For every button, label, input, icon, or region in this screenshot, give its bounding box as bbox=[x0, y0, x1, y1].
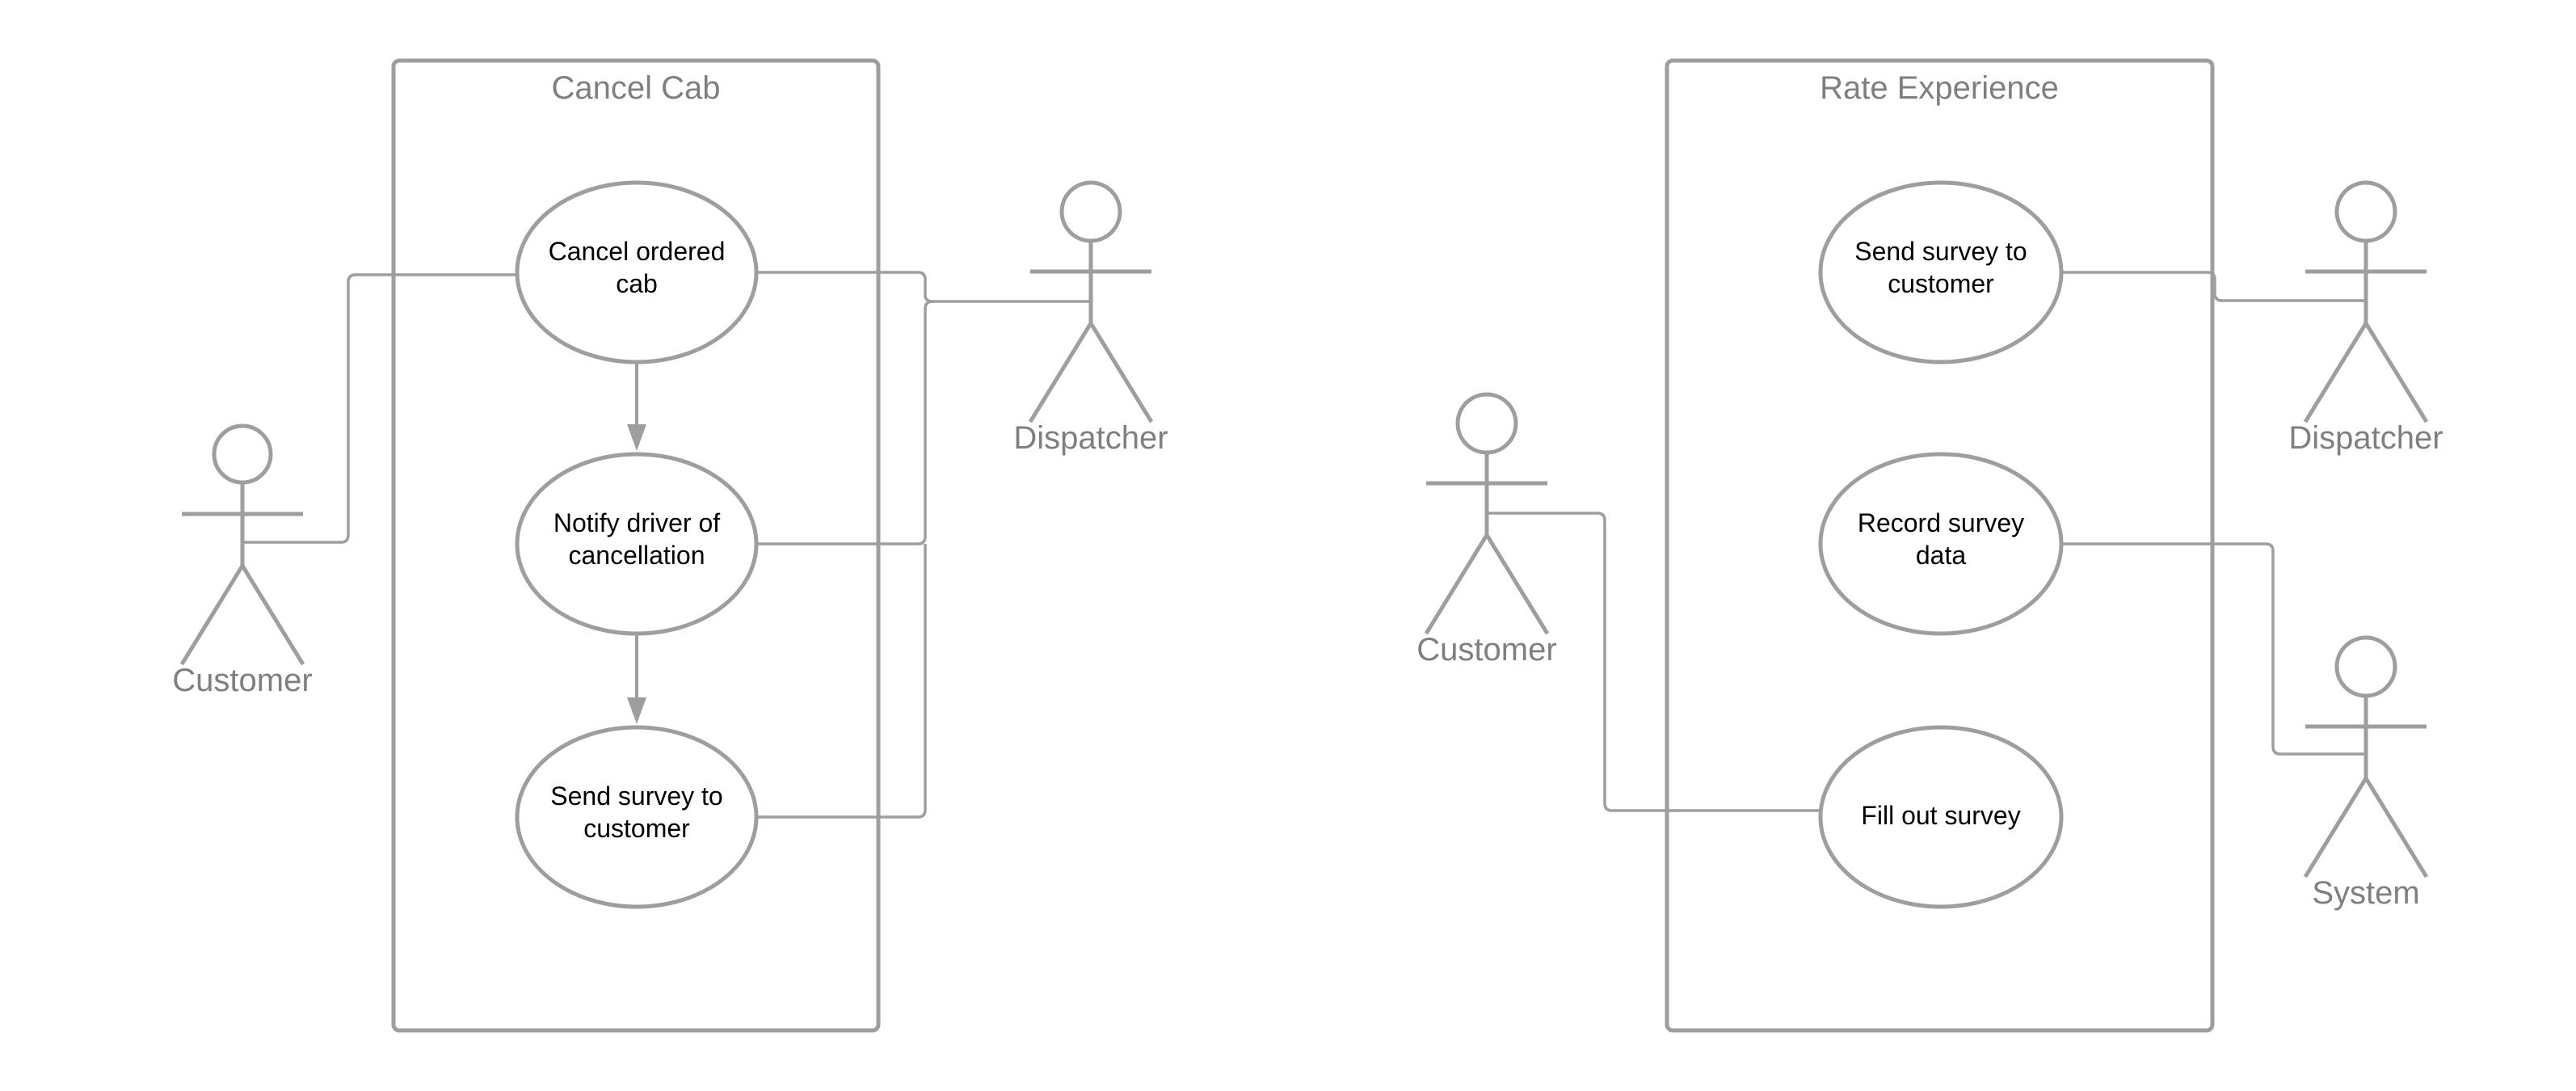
actor-head bbox=[2334, 180, 2397, 243]
actor-label: System bbox=[2312, 875, 2419, 911]
use-case-cancel-ordered-cab[interactable]: Cancel ordered cab bbox=[515, 180, 759, 364]
use-case-label-line: Record survey bbox=[1858, 508, 2024, 537]
association-customer2-fill bbox=[1488, 512, 1820, 812]
use-case-label-line: customer bbox=[583, 814, 690, 843]
system-title: Cancel Cab bbox=[551, 70, 720, 106]
system-cancel-cab: Cancel Cab Cancel ordered cab Notify dri… bbox=[391, 58, 881, 1033]
association-system-record bbox=[2061, 542, 2364, 756]
association-customer-cancel bbox=[241, 273, 517, 544]
actor-right-leg bbox=[1088, 322, 1154, 423]
actor-label: Customer bbox=[1416, 632, 1556, 668]
use-case-label-line: Send survey to bbox=[550, 781, 722, 811]
use-case-fill-out-survey[interactable]: Fill out survey bbox=[1818, 725, 2064, 909]
use-case-notify-driver[interactable]: Notify driver of cancellation bbox=[515, 452, 759, 636]
use-case-label-line: cab bbox=[616, 269, 658, 298]
use-case-label-line: cancellation bbox=[569, 541, 705, 570]
connectors bbox=[241, 271, 2364, 819]
use-case-send-survey[interactable]: Send survey to customer bbox=[1818, 180, 2064, 364]
use-case-send-survey[interactable]: Send survey to customer bbox=[515, 725, 759, 909]
association-dispatcher-notify bbox=[756, 300, 933, 546]
association-dispatcher-cancel bbox=[756, 271, 1089, 303]
actor-right-leg bbox=[2363, 777, 2429, 878]
actor-head bbox=[2334, 635, 2397, 698]
actor-left-leg bbox=[179, 564, 245, 666]
actor-customer[interactable]: Customer bbox=[1416, 392, 1557, 668]
actor-left-leg bbox=[2303, 322, 2368, 423]
actor-right-leg bbox=[1484, 533, 1550, 635]
use-case-label-line: Notify driver of bbox=[554, 508, 720, 537]
actor-right-leg bbox=[240, 564, 305, 666]
actor-left-leg bbox=[2303, 777, 2368, 878]
system-boundary bbox=[391, 58, 881, 1033]
actor-label: Dispatcher bbox=[1013, 420, 1168, 456]
actor-head bbox=[212, 423, 273, 485]
use-case-label-line: Send survey to bbox=[1854, 237, 2027, 266]
use-case-label-line: Fill out survey bbox=[1861, 801, 2020, 830]
arrow-head bbox=[627, 697, 646, 724]
association-dispatcher-survey1 bbox=[756, 544, 927, 819]
system-boundary bbox=[1665, 58, 2215, 1033]
actor-label: Dispatcher bbox=[2288, 420, 2443, 456]
use-case-record-survey-data[interactable]: Record survey data bbox=[1818, 452, 2064, 636]
use-case-label-line: Cancel ordered bbox=[549, 237, 726, 266]
actor-left-leg bbox=[1028, 322, 1093, 423]
use-case-ellipse bbox=[1818, 180, 2064, 364]
actor-left-leg bbox=[1424, 533, 1489, 635]
use-case-label-line: data bbox=[1916, 541, 1966, 570]
use-case-ellipse bbox=[1818, 452, 2064, 636]
flow-arrow-notify-to-survey bbox=[627, 634, 646, 724]
flow-arrow-cancel-to-notify bbox=[627, 362, 646, 451]
actor-head bbox=[1059, 180, 1122, 243]
actor-dispatcher[interactable]: Dispatcher bbox=[2288, 180, 2443, 456]
actor-head bbox=[1455, 392, 1518, 455]
use-case-ellipse bbox=[515, 725, 759, 909]
actor-right-leg bbox=[2363, 322, 2429, 423]
system-title: Rate Experience bbox=[1820, 70, 2059, 106]
system-rate-experience: Rate Experience Send survey to customer … bbox=[1665, 58, 2215, 1033]
arrow-head bbox=[627, 424, 646, 451]
actor-label: Customer bbox=[172, 663, 312, 698]
actor-dispatcher[interactable]: Dispatcher bbox=[1013, 180, 1168, 456]
actor-system[interactable]: System bbox=[2303, 635, 2429, 911]
actor-customer[interactable]: Customer bbox=[172, 423, 313, 698]
use-case-label-line: customer bbox=[1888, 269, 1994, 298]
use-case-ellipse bbox=[1818, 725, 2064, 909]
